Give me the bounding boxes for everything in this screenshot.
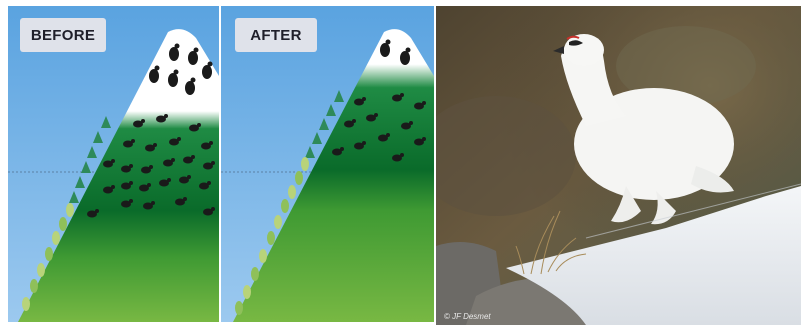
after-mountain-graphic [221, 6, 434, 322]
before-illustration: BEFORE [8, 6, 219, 322]
before-label: BEFORE [20, 18, 106, 52]
after-illustration: AFTER [221, 6, 434, 322]
photo-credit: © JF Desmet [444, 312, 491, 321]
before-mountain-graphic [8, 6, 219, 322]
photo-image [436, 6, 801, 325]
ptarmigan-photo: © JF Desmet [436, 6, 801, 325]
after-label: AFTER [235, 18, 317, 52]
